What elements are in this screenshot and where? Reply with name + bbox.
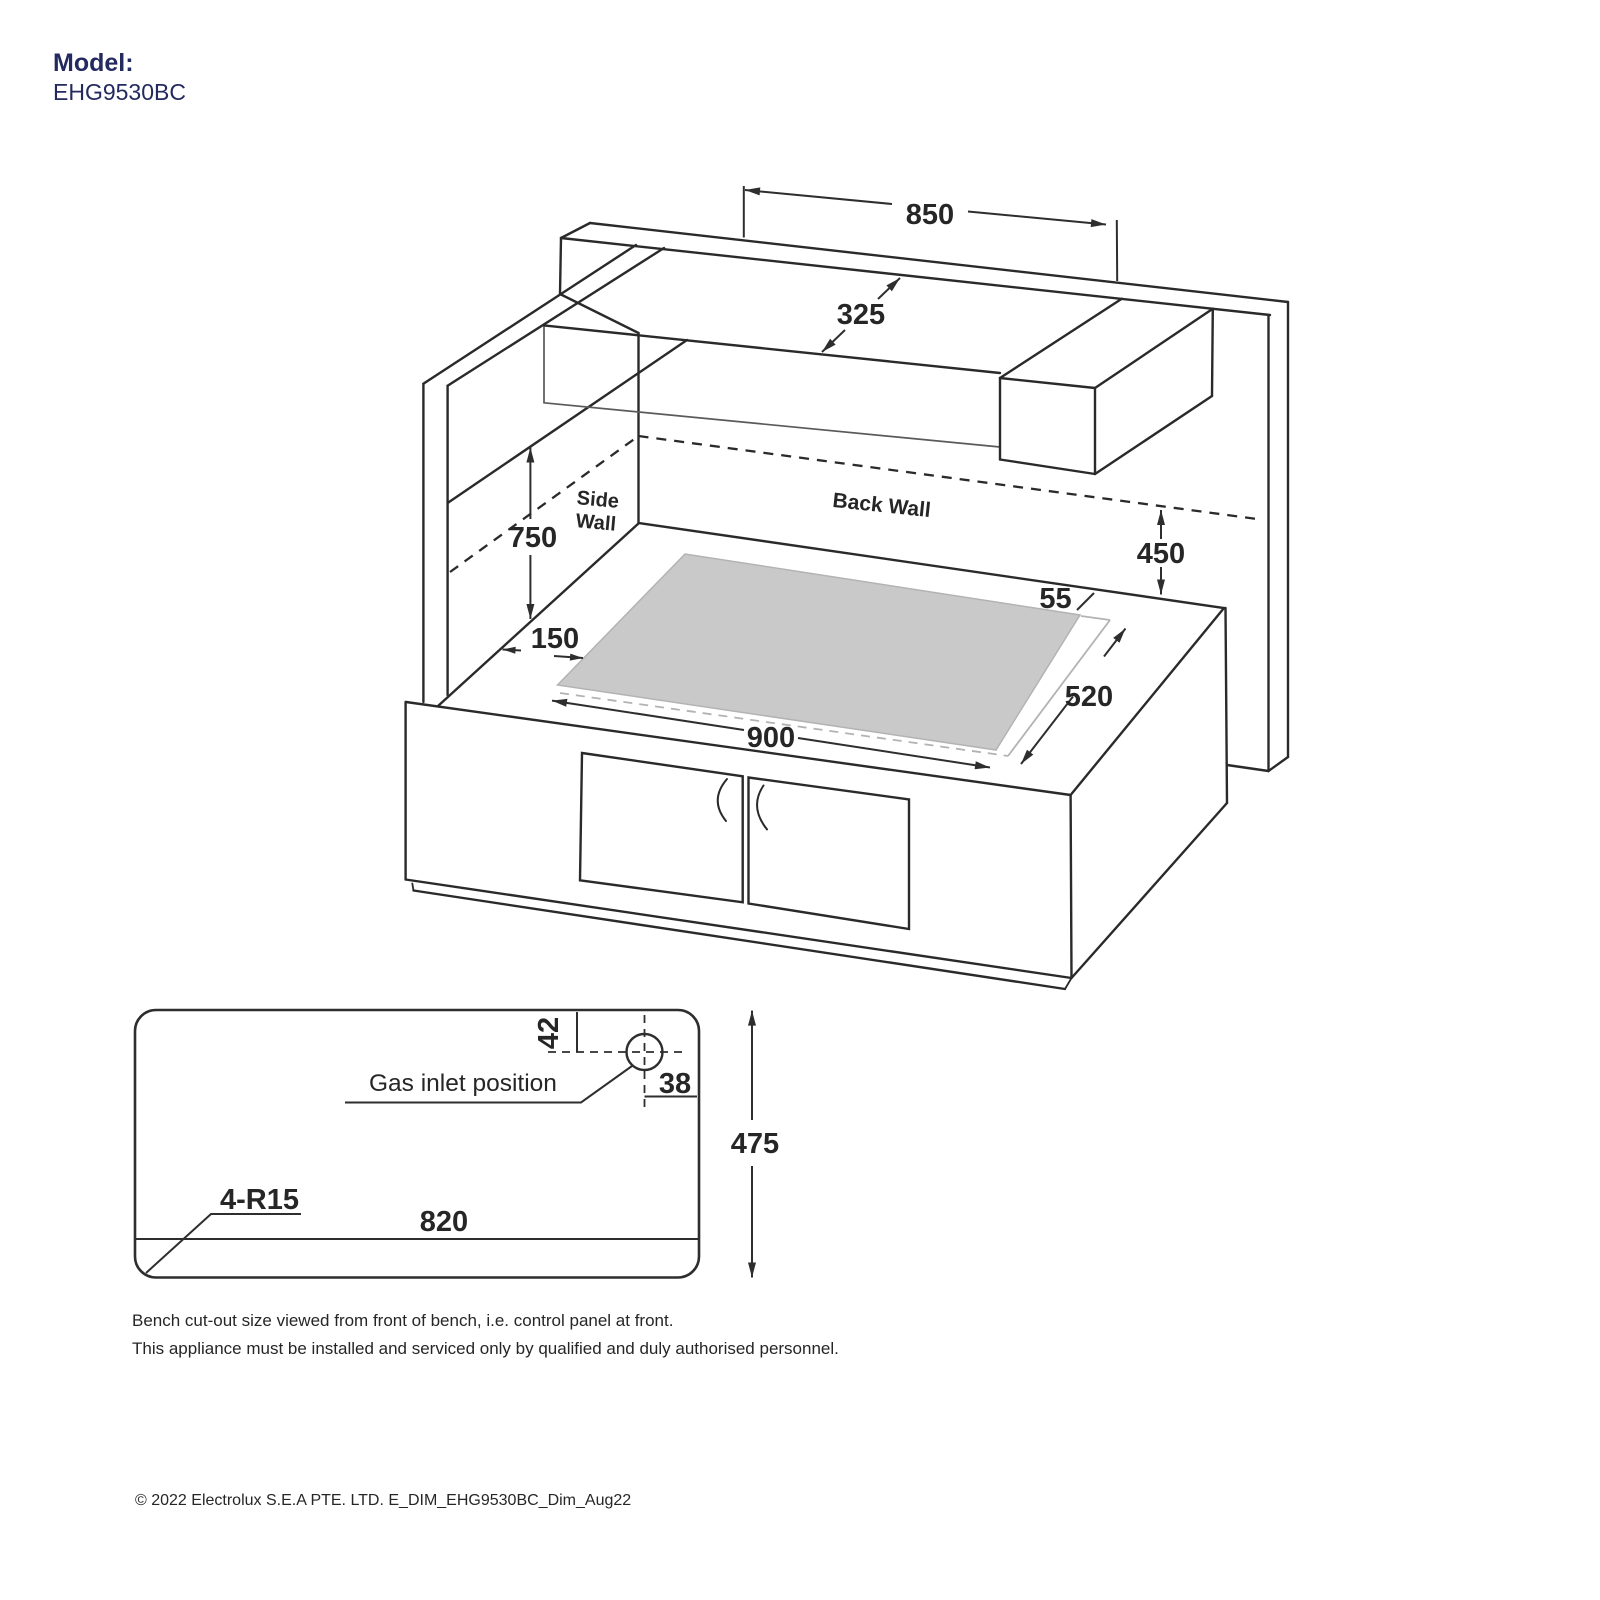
svg-text:38: 38 [659, 1068, 691, 1100]
svg-text:Side: Side [576, 487, 620, 513]
svg-text:475: 475 [731, 1128, 779, 1160]
svg-text:EHG9530BC: EHG9530BC [53, 79, 186, 105]
svg-text:450: 450 [1137, 538, 1185, 570]
svg-text:Bench cut-out size viewed from: Bench cut-out size viewed from front of … [132, 1311, 673, 1330]
svg-text:55: 55 [1039, 583, 1071, 615]
svg-text:© 2022 Electrolux S.E.A PTE. L: © 2022 Electrolux S.E.A PTE. LTD. E_DIM_… [135, 1492, 631, 1509]
svg-text:150: 150 [531, 623, 579, 655]
svg-text:850: 850 [906, 199, 954, 231]
svg-text:42: 42 [533, 1017, 565, 1049]
svg-text:Model:: Model: [53, 49, 134, 77]
svg-text:Wall: Wall [575, 510, 617, 535]
svg-text:900: 900 [747, 722, 795, 754]
svg-text:This appliance must be install: This appliance must be installed and ser… [132, 1339, 839, 1358]
svg-text:750: 750 [509, 522, 557, 554]
svg-text:4-R15: 4-R15 [220, 1184, 299, 1216]
svg-text:Gas inlet position: Gas inlet position [369, 1070, 557, 1097]
svg-text:325: 325 [837, 299, 885, 331]
svg-text:820: 820 [420, 1206, 468, 1238]
svg-text:520: 520 [1065, 681, 1113, 713]
